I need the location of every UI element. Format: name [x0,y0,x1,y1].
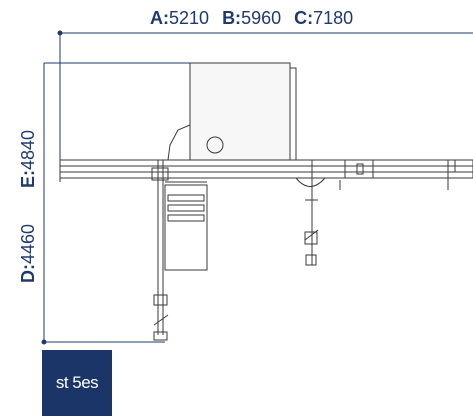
rail-carriage [344,159,374,179]
housing-chute [167,124,191,161]
table-slot-2 [167,204,205,212]
dim-a-value: 5210 [169,8,210,28]
arc-support [295,177,326,187]
dim-c-key: C: [294,8,314,28]
dim-b-key: B: [222,8,242,28]
leg-left-foot [153,331,168,341]
dim-b-value: 5960 [241,8,282,28]
dim-a-key: A: [150,8,169,28]
top-dimension-labels: A:5210 B:5960 C:7180 [150,8,361,29]
badge-label: st 5es [55,373,99,392]
housing-port-circle [206,136,224,154]
rail-lower-edge [59,171,473,179]
model-badge: st 5es [42,350,112,416]
table-slot-1 [167,194,205,202]
table-slot-3 [167,214,205,222]
leg-right-clamp [304,231,318,245]
leg-right-foot [305,254,317,266]
dim-c-value: 7180 [313,8,354,28]
machine-body [59,62,473,341]
bottom-dimension-anchor [41,339,47,345]
housing-side-panel [289,67,297,164]
leg-left-brace [153,314,169,326]
leg-left-clamp [153,294,168,306]
main-housing [189,62,291,164]
carriage-handle [356,163,364,175]
leg-right-brace [304,229,319,241]
rail-bracket-left [151,167,169,181]
extension-table [164,184,208,271]
dimension-lines [41,30,473,345]
